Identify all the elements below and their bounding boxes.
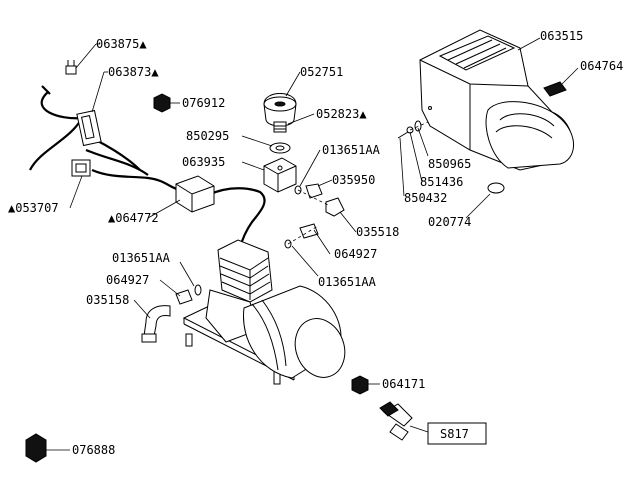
connector-053707 bbox=[71, 159, 91, 177]
label-076888: 076888 bbox=[72, 443, 115, 457]
label-064927-right: 064927 bbox=[334, 247, 377, 261]
compressor bbox=[182, 239, 346, 385]
grommet bbox=[487, 182, 505, 194]
label-064171: 064171 bbox=[382, 377, 425, 391]
s817-box bbox=[427, 422, 487, 445]
label-064764: 064764 bbox=[580, 59, 623, 73]
leader-lines bbox=[46, 37, 579, 451]
label-851436: 851436 bbox=[420, 175, 463, 189]
label-063873: 063873▲ bbox=[108, 65, 159, 79]
label-s817: S817 bbox=[440, 427, 469, 441]
washer-850295 bbox=[269, 142, 291, 154]
label-850432: 850432 bbox=[404, 191, 447, 205]
label-013651AA-top: 013651AA bbox=[322, 143, 381, 157]
relay-box bbox=[175, 175, 215, 213]
label-035158: 035158 bbox=[86, 293, 129, 307]
label-063935: 063935 bbox=[182, 155, 225, 169]
label-850965: 850965 bbox=[428, 157, 471, 171]
air-filter bbox=[263, 93, 297, 133]
label-052823: 052823▲ bbox=[316, 107, 367, 121]
manifold-block bbox=[263, 157, 297, 193]
label-035950: 035950 bbox=[332, 173, 375, 187]
label-052751: 052751 bbox=[300, 65, 343, 79]
washer-013651-left bbox=[194, 284, 202, 296]
fitting-chain bbox=[284, 183, 345, 249]
cover-housing bbox=[419, 29, 574, 171]
label-013651AA-right: 013651AA bbox=[318, 275, 377, 289]
fitting-064927-left bbox=[175, 289, 193, 305]
fuse bbox=[65, 60, 77, 75]
hex-nut-076888 bbox=[25, 433, 47, 463]
label-076912: 076912 bbox=[182, 96, 225, 110]
label-063515: 063515 bbox=[540, 29, 583, 43]
label-064927-left: 064927 bbox=[106, 273, 149, 287]
label-850295: 850295 bbox=[186, 129, 229, 143]
cover-fasteners bbox=[397, 120, 429, 139]
hex-nut-064171 bbox=[351, 375, 369, 395]
hex-nut-076912 bbox=[153, 93, 171, 113]
fuse-holder bbox=[76, 109, 102, 147]
label-020774: 020774 bbox=[428, 215, 471, 229]
label-013651AA-left: 013651AA bbox=[112, 251, 171, 265]
tool-s817 bbox=[379, 401, 413, 441]
label-035518: 035518 bbox=[356, 225, 399, 239]
label-064772: ▲064772 bbox=[108, 211, 159, 225]
decal bbox=[543, 81, 567, 97]
label-063875: 063875▲ bbox=[96, 37, 147, 51]
label-053707: ▲053707 bbox=[8, 201, 59, 215]
elbow-fitting bbox=[141, 305, 171, 343]
wiring-harness bbox=[29, 85, 266, 249]
